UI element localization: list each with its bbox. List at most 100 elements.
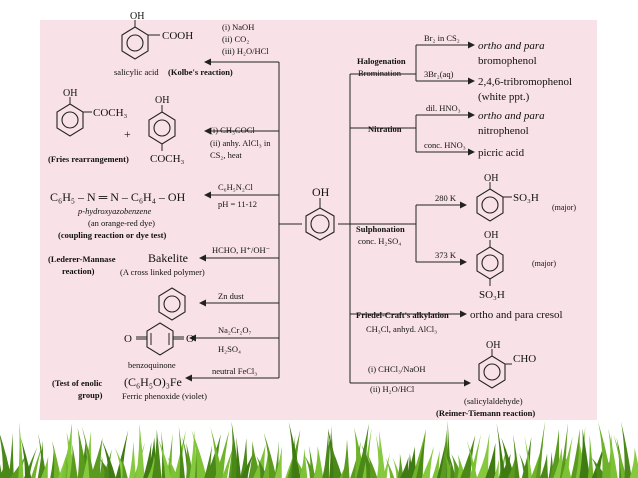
friedel-crafts: Friedel-Craft's alkylation CH₃Cl, anhyd.… bbox=[356, 309, 563, 334]
grass-blade bbox=[535, 421, 546, 478]
grass-blade bbox=[397, 453, 404, 478]
friedel-reagent: CH₃Cl, anhyd. AlCl₃ bbox=[366, 324, 437, 334]
grass-blade bbox=[8, 432, 14, 478]
reimer-product-name: (salicylaldehyde) bbox=[464, 396, 523, 406]
sulphonation-so3h-2: SO₃H bbox=[479, 289, 505, 301]
grass-blade bbox=[448, 452, 456, 478]
grass-blade bbox=[400, 456, 409, 478]
grass-blade bbox=[405, 446, 417, 478]
enolic-reagent: neutral FeCl₃ bbox=[212, 366, 257, 376]
kolbe-step-3: (iii) H₂O/HCl bbox=[222, 46, 269, 56]
grass-blade bbox=[480, 433, 490, 478]
coupling-reaction-name: (coupling reaction or dye test) bbox=[58, 230, 166, 240]
grass-blade bbox=[613, 434, 627, 478]
grass-blade bbox=[313, 446, 324, 478]
coupling-step-1: C₆H₅N₂Cl bbox=[218, 182, 254, 192]
grass-blade bbox=[18, 421, 24, 478]
friedel-product: ortho and para cresol bbox=[470, 309, 563, 321]
coupling-step-2: pH = 11-12 bbox=[218, 199, 257, 209]
grass-blade bbox=[432, 450, 440, 478]
grass-blade bbox=[608, 428, 618, 478]
enolic-name-1: (Test of enolic bbox=[52, 378, 102, 388]
center-phenol: OH bbox=[305, 185, 335, 241]
grass-blade bbox=[69, 444, 78, 478]
grass-blade bbox=[550, 429, 560, 478]
grass-blade bbox=[240, 452, 254, 478]
grass-blade bbox=[367, 454, 378, 478]
nitration-reagent-1: dil. HNO₃ bbox=[426, 103, 461, 113]
bakelite-reaction: (Lederer-Mannase reaction) Bakelite (A c… bbox=[48, 245, 270, 277]
reimer-cho-label: CHO bbox=[513, 353, 536, 365]
kolbe-cooh-label: COOH bbox=[162, 30, 193, 42]
nitration-product-1a: ortho and para bbox=[478, 110, 545, 122]
grass-blade bbox=[460, 435, 476, 478]
halogenation-reagent-2: 3Br₂(aq) bbox=[424, 69, 454, 79]
grass-blade bbox=[440, 429, 449, 478]
grass-blade bbox=[263, 432, 277, 478]
grass-blade bbox=[342, 439, 350, 478]
zinc-reduction: Zn dust bbox=[158, 287, 244, 321]
grass-blade bbox=[559, 422, 569, 478]
reimer-step-1: (i) CHCl₃/NaOH bbox=[368, 364, 426, 374]
grass-blade bbox=[382, 452, 390, 478]
grass-blade bbox=[485, 442, 496, 478]
grass-blade bbox=[323, 428, 329, 478]
fries-step-1: (i) CH₃COCl bbox=[210, 125, 255, 135]
left-connector bbox=[185, 58, 302, 382]
grass-blade bbox=[579, 428, 590, 478]
grass-blade bbox=[167, 456, 178, 478]
grass-blade bbox=[120, 455, 128, 478]
fries-plus: + bbox=[124, 127, 131, 141]
enolic-name-2: group) bbox=[78, 390, 103, 400]
grass-blade bbox=[377, 430, 386, 478]
grass-blade bbox=[299, 448, 308, 478]
grass-blade bbox=[40, 456, 49, 478]
kolbe-step-2: (ii) CO₂ bbox=[222, 34, 249, 44]
fries-reaction-name: (Fries rearrangement) bbox=[48, 154, 129, 164]
reimer-tiemann: (i) CHCl₃/NaOH (ii) H₂O/HCl OH CHO (sali… bbox=[368, 340, 536, 418]
kolbe-reaction: OH COOH salicylic acid (Kolbe's reaction… bbox=[114, 11, 269, 77]
grass-blade bbox=[101, 439, 116, 478]
oxidation-step-1: Na₂Cr₂O₇ bbox=[218, 325, 251, 335]
grass-blade bbox=[136, 423, 145, 478]
grass-blade bbox=[416, 432, 426, 478]
grass-blade bbox=[501, 437, 515, 478]
quinone-o-left: O bbox=[124, 333, 132, 345]
grass-blade bbox=[423, 446, 434, 478]
grass-blade bbox=[0, 434, 12, 478]
grass-blade bbox=[52, 440, 61, 478]
grass-blade bbox=[519, 453, 529, 478]
nitration-product-1b: nitrophenol bbox=[478, 125, 529, 137]
sulphonation-oh-1: OH bbox=[484, 173, 498, 184]
reimer-oh-label: OH bbox=[486, 340, 500, 351]
halogenation-product-1b: bromophenol bbox=[478, 55, 537, 67]
grass-blade bbox=[274, 446, 282, 478]
friedel-title: Friedel-Craft's alkylation bbox=[356, 310, 449, 320]
grass-blade bbox=[406, 453, 413, 478]
fries-rearrangement: OH COCH₃ + OH COCH₃ (Fries rearrangement… bbox=[48, 88, 271, 165]
coupling-reaction: C₆H₅ – N ═ N – C₆H₄ – OH p-hydroxyazoben… bbox=[50, 182, 257, 240]
grass-blade bbox=[539, 453, 548, 478]
coupling-product-desc: (an orange-red dye) bbox=[88, 218, 155, 228]
diagram-panel bbox=[40, 20, 597, 420]
bakelite-product: Bakelite bbox=[148, 251, 188, 265]
kolbe-product-name: salicylic acid bbox=[114, 67, 159, 77]
grass-blade bbox=[81, 426, 95, 478]
grass-blade bbox=[38, 433, 47, 478]
reimer-step-2: (ii) H₂O/HCl bbox=[370, 384, 415, 394]
enolic-test: (Test of enolic group) (C₆H₅O)₃Fe Ferric… bbox=[52, 366, 257, 401]
grass-blade bbox=[240, 438, 248, 478]
grass-blade bbox=[236, 436, 241, 478]
grass-blade bbox=[496, 423, 506, 478]
grass-blade bbox=[570, 428, 580, 478]
grass-blade bbox=[524, 435, 533, 478]
sulphonation: Sulphonation conc. H₂SO₄ 280 K 373 K OH … bbox=[356, 173, 576, 301]
sulphonation-so3h-1: SO₃H bbox=[513, 192, 539, 204]
grass-blade bbox=[308, 445, 315, 478]
halogenation-reagent-1: Br₂ in CS₂ bbox=[424, 33, 460, 43]
bakelite-reagent: HCHO, H⁺/OH⁻ bbox=[212, 245, 270, 255]
coupling-formula: C₆H₅ – N ═ N – C₆H₄ – OH bbox=[50, 190, 186, 204]
sulphonation-temp-2: 373 K bbox=[435, 250, 457, 260]
grass-blade bbox=[222, 445, 234, 478]
